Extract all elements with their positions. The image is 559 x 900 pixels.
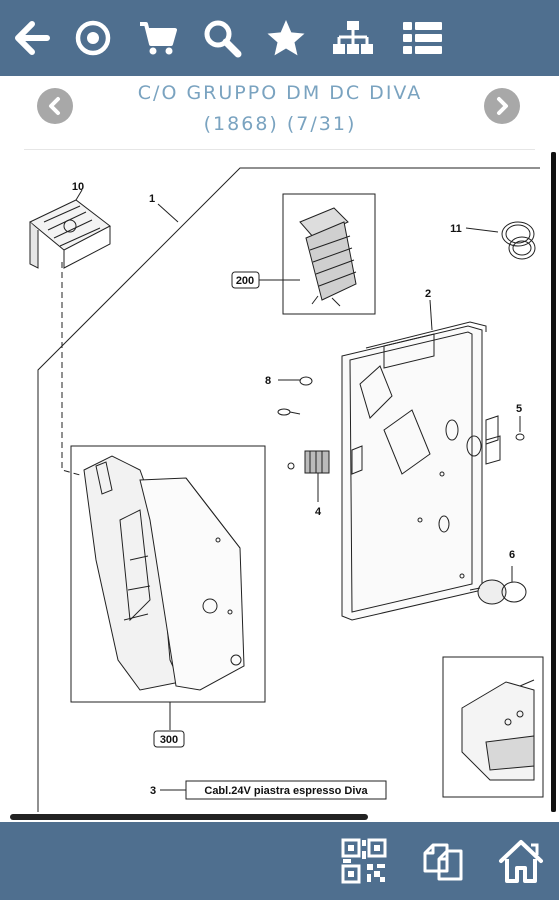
part-2-plate [341,299,501,621]
favorites-button[interactable] [260,12,312,64]
diagram-canvas: 10 1 200 11 2 8 5 4 6 300 3 Cabl.24V pia… [29,167,544,812]
home-icon [499,840,543,883]
list-button[interactable] [396,12,448,64]
page-title-line2: (1868) (7/31) [203,113,357,135]
callout-3: 3 [150,785,156,797]
part-10-bracket [29,189,111,269]
part-3-legend-label: Cabl.24V piastra espresso Diva [204,785,368,797]
callout-2: 2 [425,288,431,300]
bottom-toolbar [0,822,559,900]
callout-6: 6 [509,549,515,561]
qr-code-button[interactable] [335,832,393,890]
callout-200: 200 [236,275,254,287]
callout-4: 4 [315,506,322,518]
part-200-box [282,193,376,315]
part-partial-group [461,679,535,781]
callout-8: 8 [265,375,271,387]
target-icon [75,20,111,56]
exploded-diagram[interactable]: 10 1 200 11 2 8 5 4 6 300 3 Cabl.24V pia… [0,150,559,822]
part-8-screws [277,376,313,416]
callout-5: 5 [516,403,522,415]
chevron-left-icon [49,97,60,115]
search-button[interactable] [196,12,248,64]
part-3-legend-box [185,780,387,800]
cart-button[interactable] [132,12,184,64]
star-icon [267,20,305,56]
callout-1: 1 [149,193,155,205]
chevron-right-icon [497,97,508,115]
vertical-scrollbar[interactable] [551,152,556,812]
page-title: C/O GRUPPO DM DC DIVA (1868) (7/31) [90,76,470,140]
sitemap-icon [333,21,373,54]
part-200-valve [299,207,357,307]
part-300-group [83,455,245,691]
cart-icon [140,22,177,55]
list-icon [403,22,442,54]
structure-button[interactable] [327,12,379,64]
header-divider [24,149,535,150]
copy-icon [423,843,463,881]
part-300-tag [153,730,185,748]
back-button[interactable] [6,12,58,64]
assembly-outline [37,167,540,812]
top-toolbar [0,0,559,76]
locate-button[interactable] [67,12,119,64]
qr-code-icon [341,838,387,884]
search-icon [204,20,242,58]
page-header: C/O GRUPPO DM DC DIVA (1868) (7/31) [0,76,559,150]
part-partial-box [442,656,544,798]
part-200-tag [231,271,260,289]
part-5-screw [515,416,525,441]
callout-300: 300 [160,734,178,746]
part-4-connector [287,450,330,502]
home-button[interactable] [492,832,550,890]
page-title-line1: C/O GRUPPO DM DC DIVA [137,82,423,104]
part-11-orings [465,221,536,260]
copy-button[interactable] [414,832,472,890]
callout-10: 10 [72,181,84,193]
prev-page-button[interactable] [37,88,73,124]
next-page-button[interactable] [484,88,520,124]
back-arrow-icon [15,21,50,55]
vertical-scroll-thumb[interactable] [551,152,556,812]
part-6-part [469,566,527,605]
callout-11: 11 [450,223,462,235]
horizontal-scrollbar[interactable] [10,814,368,820]
part-300-box [70,445,266,703]
